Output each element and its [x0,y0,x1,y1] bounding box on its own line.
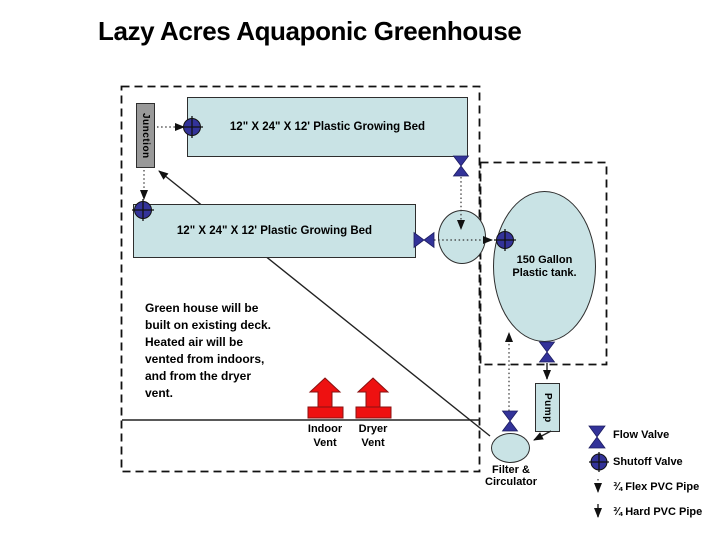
legend-hard-pipe-label: ¾ Hard PVC Pipe [613,506,703,518]
junction-box: Junction [136,103,155,168]
pump-box: Pump [535,383,560,432]
legend-flex-pipe-label: ¾ Flex PVC Pipe [613,481,700,493]
filter-circulator-label: Filter & Circulator [485,464,537,488]
pump-label: Pump [542,392,553,423]
legend-shutoff-valve-label: Shutoff Valve [613,456,683,468]
indoor-vent-label: Indoor Vent [307,423,343,449]
filter-circulator-ellipse [491,433,530,463]
drain-collector-circle [438,210,486,264]
growing-bed-2: 12" X 24" X 12' Plastic Growing Bed [133,204,416,258]
junction-label: Junction [140,112,151,159]
dryer-vent-label: Dryer Vent [358,423,388,449]
greenhouse-dashed-outline [120,85,481,473]
growing-bed-2-label: 12" X 24" X 12' Plastic Growing Bed [176,225,373,237]
tank-ellipse: 150 Gallon Plastic tank. [493,191,596,342]
growing-bed-1: 12" X 24" X 12' Plastic Growing Bed [187,97,468,157]
tank-label: 150 Gallon Plastic tank. [512,253,577,279]
tank-area-dashed-outline [479,161,608,366]
legend-flow-valve-label: Flow Valve [613,429,670,441]
page-title: Lazy Acres Aquaponic Greenhouse [98,16,522,46]
greenhouse-note: Green house will be built on existing de… [145,301,272,400]
growing-bed-1-label: 12" X 24" X 12' Plastic Growing Bed [229,121,426,133]
